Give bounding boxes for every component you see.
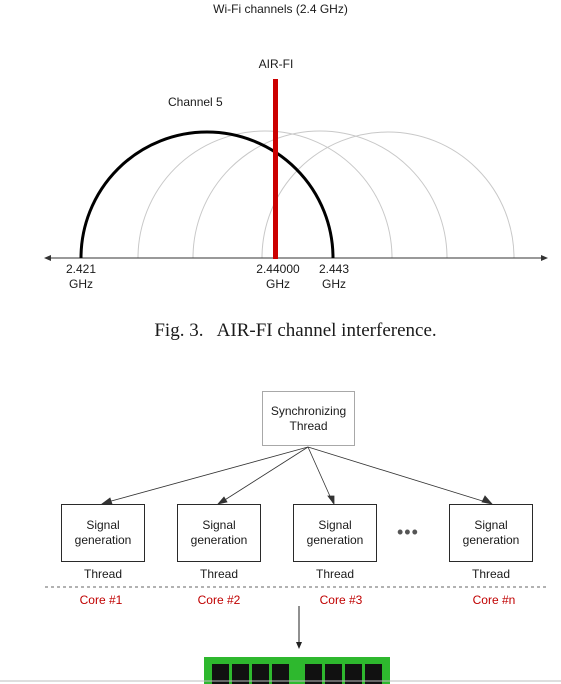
core-label-3: Core #3 (319, 593, 363, 607)
air-fi-label: AIR-FI (258, 57, 294, 71)
neighbor-channel-arcs (137, 130, 515, 259)
thread-label-core-1: Thread (83, 567, 123, 581)
tick-unit: GHz (266, 277, 290, 291)
air-fi-signal-bar (273, 79, 278, 259)
wifi-channels-title: Wi-Fi channels (2.4 GHz) (213, 2, 348, 16)
tick-value: 2.421 (65, 262, 97, 276)
signal-generation-box-core-3: Signal generation (293, 504, 377, 562)
neighbor-arc-2 (192, 130, 448, 259)
tick-label-2421: 2.421 GHz (56, 262, 106, 292)
figure-caption: Fig. 3. AIR-FI channel interference. (154, 320, 437, 341)
thread-label-core-n: Thread (471, 567, 511, 581)
tick-value: 2.443 (318, 262, 350, 276)
tick-label-244000: 2.44000 GHz (246, 262, 310, 292)
thread-label-core-3: Thread (315, 567, 355, 581)
core-label-2: Core #2 (197, 593, 241, 607)
axis-left-arrow (44, 255, 51, 261)
frequency-axis (44, 255, 548, 261)
channel-5-arc (79, 130, 335, 259)
thread-label-core-2: Thread (199, 567, 239, 581)
tick-unit: GHz (322, 277, 346, 291)
channel-5-label: Channel 5 (168, 95, 223, 109)
signal-generation-box-core-1: Signal generation (61, 504, 145, 562)
tick-value: 2.44000 (256, 262, 300, 276)
core-label-n: Core #n (472, 593, 516, 607)
tick-unit: GHz (69, 277, 93, 291)
signal-generation-box-core-n: Signal generation (449, 504, 533, 562)
tick-label-2443: 2.443 GHz (309, 262, 359, 292)
signal-generation-box-core-2: Signal generation (177, 504, 261, 562)
ram-arrow (296, 606, 302, 649)
synchronizing-thread-box: Synchronizing Thread (262, 391, 355, 446)
axis-right-arrow (541, 255, 548, 261)
neighbor-arc-1 (137, 130, 393, 259)
ram-module-icon (204, 657, 390, 684)
more-cores-ellipsis: ••• (397, 522, 419, 542)
core-label-1: Core #1 (79, 593, 123, 607)
thread-connectors (100, 446, 494, 506)
